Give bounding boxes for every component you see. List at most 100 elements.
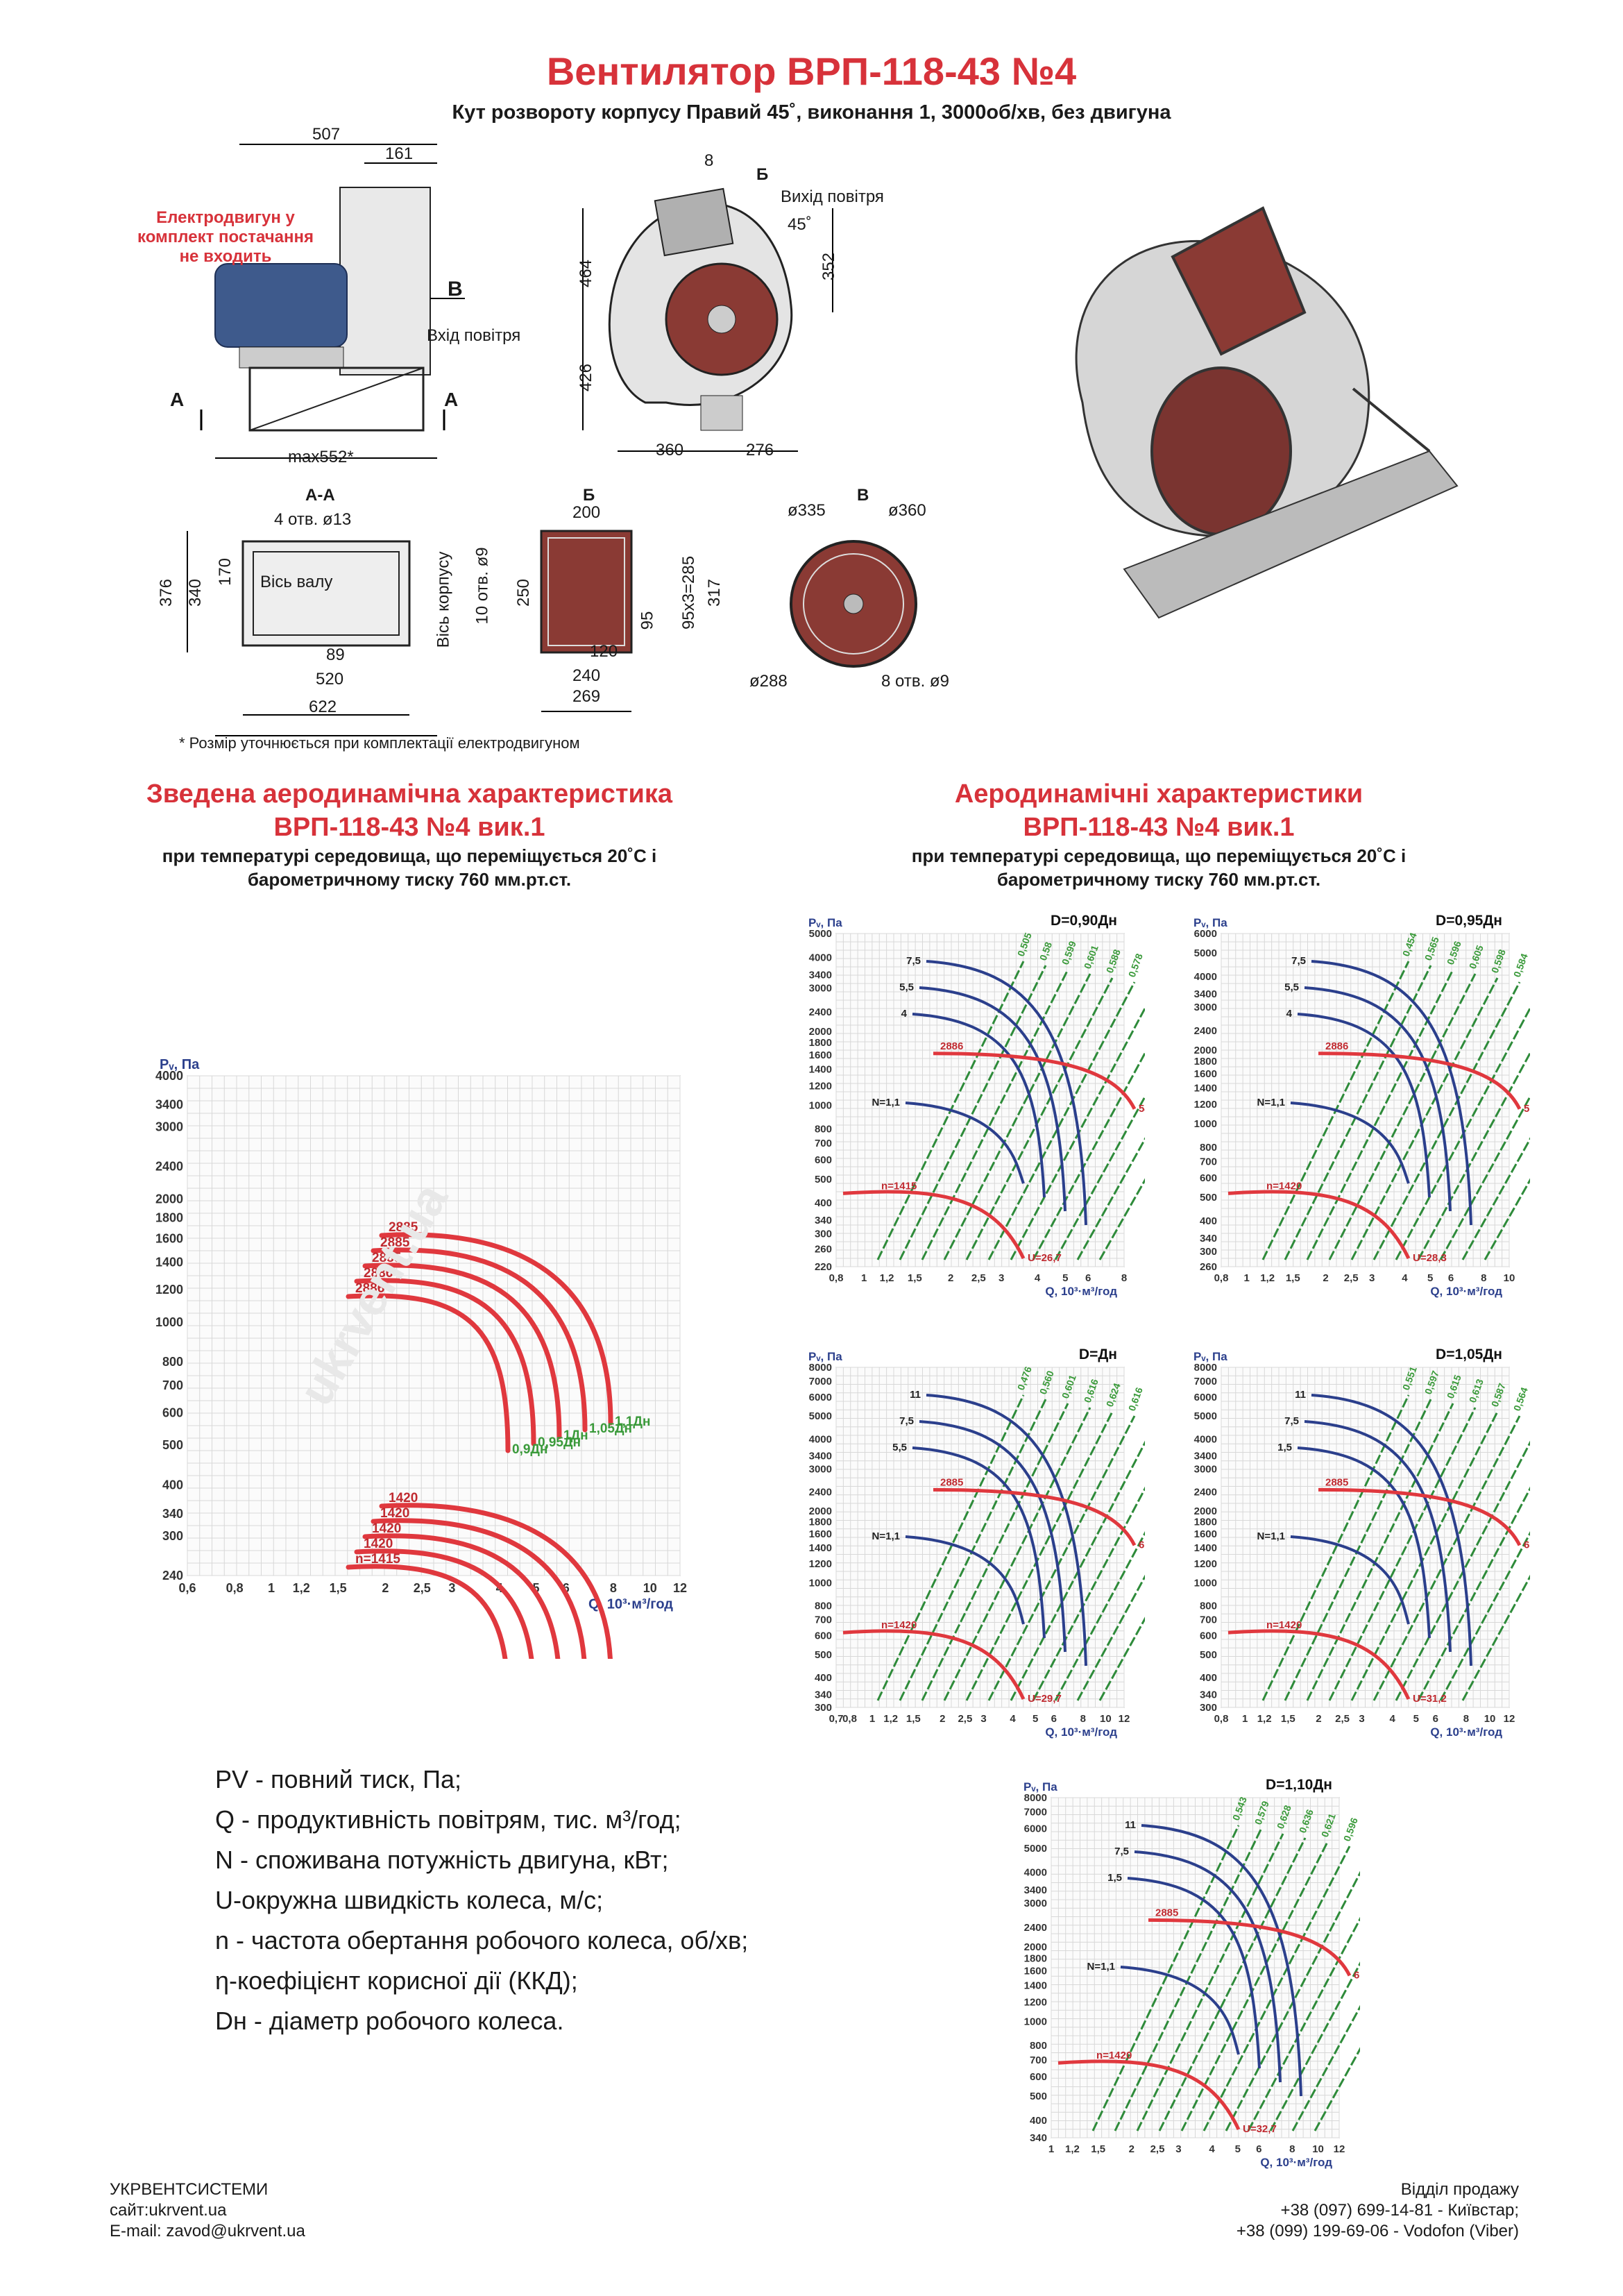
x-tick-label: 8 [610, 1581, 617, 1595]
efficiency-line [921, 1403, 1069, 1701]
y-tick-label: 3400 [809, 969, 832, 981]
power-label: 1,5 [1277, 1442, 1292, 1453]
efficiency-line [987, 1415, 1136, 1701]
y-tick-label: 2400 [1194, 1487, 1217, 1499]
power-label: 7,5 [899, 1415, 914, 1427]
label-b-side: В [448, 278, 463, 301]
y-tick-label: 1600 [1194, 1528, 1217, 1540]
y-tick-label: 5000 [1194, 947, 1217, 959]
efficiency-line [943, 973, 1091, 1260]
footer-email[interactable]: E-mail: zavod@ukrvent.ua [110, 2222, 305, 2240]
x-tick-label: 1,5 [1091, 2143, 1105, 2155]
x-tick-label: 0,8 [829, 1272, 844, 1284]
series-label: 1,05Дн [589, 1421, 632, 1436]
speed-label: U=26,7 [1028, 1252, 1062, 1264]
speed-label: 54,4 [1139, 1103, 1145, 1115]
summary-curve [354, 1278, 536, 1446]
y-axis-label: Pᵥ, Па [1193, 1350, 1227, 1363]
power-curve [1304, 986, 1452, 1212]
efficiency-line [1010, 1440, 1145, 1701]
y-tick-label: 1800 [155, 1210, 183, 1224]
dim-464: 464 [577, 259, 596, 288]
x-tick-label: 2 [382, 1581, 389, 1595]
y-tick-label: 400 [815, 1197, 832, 1209]
y-tick-label: 500 [815, 1174, 832, 1185]
y-axis-label: Pᵥ, Па [808, 1350, 842, 1363]
x-tick-label: 6 [563, 1581, 570, 1595]
y-tick-label: 1200 [809, 1080, 832, 1092]
footer-phone-2[interactable]: +38 (099) 199-69-06 - Vodofon (Viber) [1236, 2222, 1519, 2240]
efficiency-line [965, 977, 1114, 1260]
dim-89: 89 [326, 645, 345, 664]
dim-520: 520 [316, 670, 344, 689]
label-outlet: Вихід повітря [781, 187, 884, 206]
efficiency-line [1328, 1407, 1477, 1701]
efficiency-line [1461, 1574, 1530, 1701]
dim-269: 269 [572, 687, 601, 706]
legend-item: n - частота обертання робочого колеса, о… [215, 1926, 749, 1955]
y-tick-label: 400 [1200, 1215, 1217, 1227]
x-tick-label: 10 [1100, 1713, 1112, 1725]
summary-curve [362, 1533, 561, 1659]
y-tick-label: 6000 [1194, 928, 1217, 940]
x-tick-label: 3 [1359, 1713, 1364, 1725]
x-tick-label: 2,5 [414, 1581, 431, 1595]
x-tick-label: 6 [1085, 1272, 1091, 1284]
x-tick-label: 5 [1235, 2143, 1241, 2155]
y-tick-label: 600 [1200, 1630, 1217, 1642]
rpm-curve [1318, 1487, 1522, 1546]
efficiency-line [1439, 1095, 1530, 1260]
dim-352: 352 [819, 252, 839, 281]
x-axis-label: Q, 10³·м³/год [588, 1597, 673, 1612]
label-axis-body: Вісь корпусу [434, 551, 453, 648]
y-tick-label: 1400 [155, 1256, 183, 1269]
efficiency-line [1350, 1411, 1499, 1701]
footer-site[interactable]: сайт:ukrvent.ua [110, 2201, 227, 2220]
rpm-label: n=1415 [881, 1180, 917, 1192]
power-label: 5,5 [899, 981, 914, 993]
efficiency-line [1439, 1531, 1530, 1701]
x-tick-label: 2,5 [1344, 1272, 1359, 1284]
x-tick-label: 2 [1129, 2143, 1135, 2155]
y-tick-label: 1600 [155, 1231, 183, 1245]
rpm-label: 2886 [364, 1266, 393, 1281]
left-section-sub-2: барометричному тиску 760 мм.рт.ст. [247, 869, 572, 890]
x-tick-label: 8 [1121, 1272, 1127, 1284]
label-inlet: Вхід повітря [427, 326, 521, 345]
dim-507: 507 [312, 125, 341, 144]
x-tick-label: 2 [1316, 1713, 1321, 1725]
y-axis-label: Pᵥ, Па [160, 1057, 200, 1072]
efficiency-line [1054, 1531, 1145, 1701]
x-tick-label: 2 [940, 1713, 945, 1725]
footer-phone-1[interactable]: +38 (097) 699-14-81 - Київстар; [1280, 2201, 1519, 2220]
dim-376: 376 [157, 578, 176, 607]
efficiency-line [1225, 1871, 1360, 2132]
x-tick-label: 2 [948, 1272, 953, 1284]
drawing-note: * Розмір уточнюється при комплектації ел… [179, 734, 580, 752]
y-tick-label: 2000 [809, 1026, 832, 1038]
y-tick-label: 800 [815, 1601, 832, 1612]
power-label: N=1,1 [872, 1097, 900, 1108]
power-curve [1311, 960, 1472, 1226]
rpm-curve [1057, 2059, 1241, 2131]
x-tick-label: 12 [1119, 1713, 1130, 1725]
y-tick-label: 600 [815, 1154, 832, 1166]
right-section-sub-2: барометричному тиску 760 мм.рт.ст. [996, 869, 1321, 890]
y-tick-label: 3000 [809, 1463, 832, 1475]
dim-200: 200 [572, 503, 601, 522]
x-tick-label: 3 [1369, 1272, 1375, 1284]
y-tick-label: 1600 [1024, 1966, 1047, 1977]
footer-company: УКРВЕНТСИСТЕМИ [110, 2180, 269, 2199]
x-tick-label: 1 [1048, 2143, 1054, 2155]
y-tick-label: 1400 [809, 1542, 832, 1554]
y-tick-label: 1200 [809, 1558, 832, 1570]
y-tick-label: 1000 [809, 1577, 832, 1589]
x-tick-label: 6 [1433, 1713, 1438, 1725]
efficiency-line [1247, 1916, 1360, 2132]
x-tick-label: 1,2 [1065, 2143, 1080, 2155]
y-tick-label: 5000 [1194, 1410, 1217, 1422]
speed-label: U=32,7 [1243, 2123, 1277, 2135]
x-tick-label: 4 [1035, 1272, 1041, 1284]
rpm-curve [842, 1629, 1026, 1700]
x-tick-label: 1,2 [880, 1272, 894, 1284]
